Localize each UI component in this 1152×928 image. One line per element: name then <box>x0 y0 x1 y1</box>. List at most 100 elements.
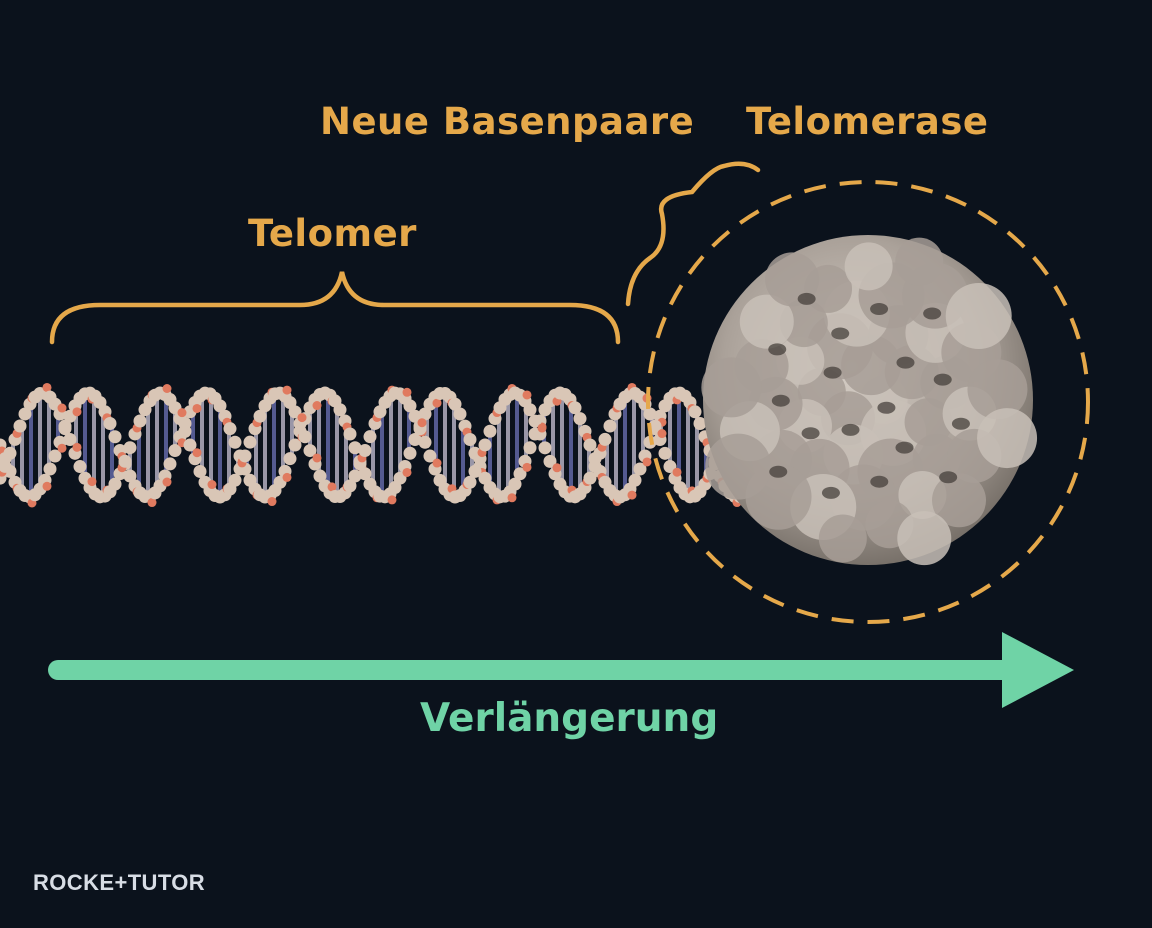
backbone-bead <box>228 435 242 449</box>
backbone-bead <box>478 438 492 452</box>
backbone-bead <box>343 479 357 493</box>
backbone-bead <box>133 414 147 428</box>
protein-pocket <box>877 401 896 414</box>
rocketutor-logo: ROCKE+TUTOR <box>33 870 206 895</box>
backbone-bead <box>538 441 552 455</box>
phosphate-atom <box>42 382 52 392</box>
protein-lobe <box>844 242 893 291</box>
phosphate-atom <box>417 418 427 428</box>
backbone-bead <box>648 419 662 433</box>
backbone-bead <box>313 469 327 483</box>
phosphate-atom <box>282 385 292 395</box>
backbone-bead <box>253 409 267 423</box>
backbone-bead <box>363 430 377 444</box>
backbone-bead <box>123 469 137 483</box>
neue-basenpaare-brace <box>625 161 761 307</box>
verlaengerung-label: Verlängerung <box>420 696 719 741</box>
protein-pocket <box>821 486 840 499</box>
protein-pocket <box>896 356 915 369</box>
protein-pocket <box>769 465 788 478</box>
backbone-bead <box>688 405 702 419</box>
backbone-bead <box>643 407 657 421</box>
backbone-bead <box>118 454 132 468</box>
phosphate-atom <box>192 403 202 413</box>
backbone-bead <box>283 452 297 466</box>
backbone-bead <box>448 397 462 411</box>
phosphate-atom <box>72 407 82 417</box>
backbone-bead <box>123 441 137 455</box>
phosphate-atom <box>657 429 667 439</box>
backbone-bead <box>223 422 237 436</box>
protein-pocket <box>823 366 842 379</box>
telomer-label: Telomer <box>248 212 417 255</box>
phosphate-atom <box>162 477 172 487</box>
backbone-bead <box>3 446 17 460</box>
backbone-bead <box>288 438 302 452</box>
phosphate-atom <box>432 398 442 408</box>
backbone-bead <box>73 460 87 474</box>
backbone-bead <box>573 412 587 426</box>
protein-lobe <box>779 299 828 348</box>
backbone-bead <box>333 403 347 417</box>
backbone-bead <box>348 469 362 483</box>
backbone-bead <box>628 473 642 487</box>
phosphate-atom <box>402 467 412 477</box>
backbone-bead <box>453 407 467 421</box>
protein-lobe <box>897 511 952 566</box>
backbone-bead <box>408 432 422 446</box>
backbone-bead <box>403 446 417 460</box>
backbone-bead <box>18 407 32 421</box>
backbone-bead <box>168 444 182 458</box>
backbone-bead <box>183 438 197 452</box>
verlaengerung-arrow-icon <box>48 632 1074 708</box>
protein-pocket <box>768 343 787 356</box>
backbone-bead <box>528 414 542 428</box>
protein-lobe <box>818 514 867 563</box>
backbone-bead <box>403 399 417 413</box>
protein-lobe <box>739 294 794 349</box>
phosphate-atom <box>522 462 532 472</box>
backbone-bead <box>598 432 612 446</box>
phosphate-atom <box>387 495 397 505</box>
protein-lobe <box>776 336 825 385</box>
backbone-bead <box>163 457 177 471</box>
backbone-bead <box>603 419 617 433</box>
protein-pocket <box>933 373 952 386</box>
backbone-bead <box>243 435 257 449</box>
phosphate-atom <box>402 387 412 397</box>
protein-pocket <box>870 475 889 488</box>
backbone-bead <box>43 462 57 476</box>
backbone-bead <box>298 430 312 444</box>
protein-pocket <box>895 441 914 454</box>
telomerase-dashed-circle <box>646 180 1090 624</box>
protein-lobe <box>945 282 1012 349</box>
phosphate-atom <box>267 497 277 507</box>
protein-pocket <box>771 394 790 407</box>
backbone-bead <box>303 444 317 458</box>
protein-pocket <box>831 327 850 340</box>
backbone-bead <box>658 446 672 460</box>
backbone-bead <box>193 464 207 478</box>
phosphate-atom <box>177 408 187 418</box>
backbone-bead <box>423 449 437 463</box>
backbone-bead <box>588 459 602 473</box>
backbone-bead <box>568 401 582 415</box>
backbone-bead <box>693 417 707 431</box>
backbone-bead <box>523 403 537 417</box>
backbone-bead <box>108 430 122 444</box>
backbone-bead <box>178 424 192 438</box>
backbone-bead <box>463 432 477 446</box>
phosphate-atom <box>432 458 442 468</box>
telomerase-label: Telomerase <box>746 100 989 143</box>
phosphate-atom <box>147 498 157 508</box>
phosphate-atom <box>57 443 67 453</box>
phosphate-atom <box>507 493 517 503</box>
protein-pocket <box>951 417 970 430</box>
phosphate-atom <box>42 481 52 491</box>
backbone-bead <box>583 438 597 452</box>
backbone-bead <box>13 419 27 433</box>
phosphate-atom <box>672 467 682 477</box>
protein-pocket <box>801 427 820 440</box>
backbone-bead <box>583 471 597 485</box>
